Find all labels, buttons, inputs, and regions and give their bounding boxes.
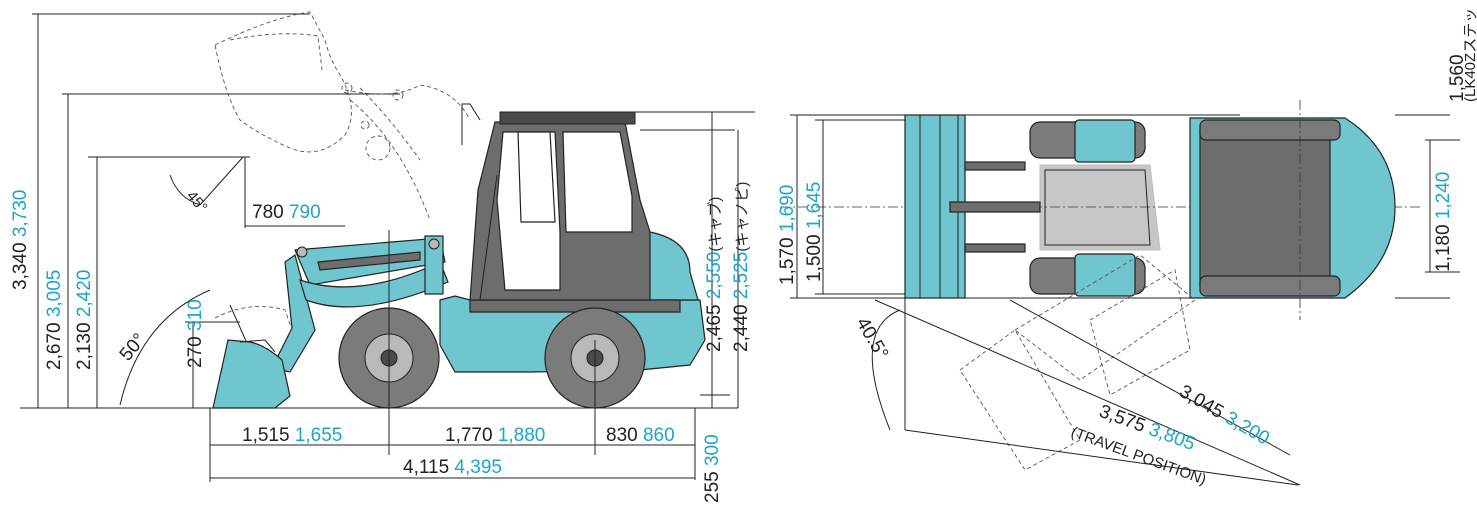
dig-depth-label: 270 310 <box>185 299 206 368</box>
wheelbase-label: 1,770 1,880 <box>445 425 545 446</box>
reach-label: 780 790 <box>252 202 321 223</box>
side-view <box>20 11 755 482</box>
overall-width-label: 1,500 1,645 <box>804 182 825 282</box>
ground-clear-label: 255 300 <box>702 434 723 503</box>
h-pin-label: 2,670 3,005 <box>44 270 65 370</box>
tread-label: 1,180 1,240 <box>1433 172 1454 272</box>
overall-len-label: 4,115 4,395 <box>403 457 502 478</box>
rear-overhang-label: 830 860 <box>606 425 675 446</box>
cab-width-label: 1,560 <box>1447 54 1468 102</box>
h-max-label: 3,340 3,730 <box>10 190 31 290</box>
steer-angle-label: 40.5° <box>852 314 892 363</box>
h-dump-label: 2,130 2,420 <box>74 270 95 370</box>
bucket-width-label: 1,570 1,690 <box>777 185 798 285</box>
front-len-label: 1,515 1,655 <box>242 425 342 446</box>
h-cab-label: 2,465 2,550(キャブ) <box>704 197 725 352</box>
top-view <box>780 100 1460 486</box>
h-canopy-label: 2,440 2,525(キャノピ) <box>731 182 752 352</box>
cab-width-note: (LK40Zステッ <box>1462 8 1477 102</box>
rollback-angle-label: 50° <box>116 330 151 366</box>
dump-angle-label: 45° <box>183 188 211 216</box>
